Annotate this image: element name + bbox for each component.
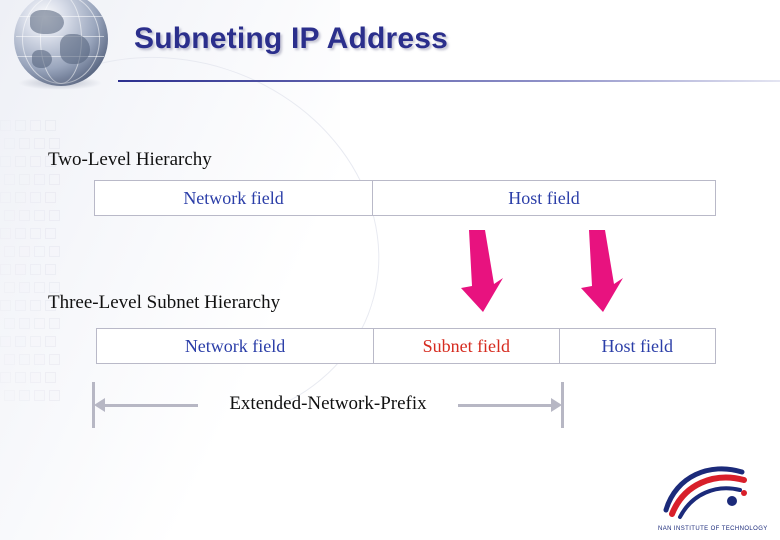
measure-label: Extended-Network-Prefix bbox=[229, 393, 427, 414]
three-level-field-row: Network field Subnet field Host field bbox=[96, 328, 716, 364]
two-level-field-row: Network field Host field bbox=[94, 180, 716, 216]
three-level-host-field: Host field bbox=[558, 329, 716, 363]
measure-tick-right bbox=[561, 382, 564, 428]
three-level-hierarchy-label: Three-Level Subnet Hierarchy bbox=[48, 292, 281, 313]
two-level-host-field: Host field bbox=[372, 181, 715, 215]
extended-network-prefix-measure: Extended-Network-Prefix bbox=[92, 382, 564, 428]
measure-tick-left bbox=[92, 382, 95, 428]
two-level-hierarchy-label: Two-Level Hierarchy bbox=[48, 149, 212, 170]
globe-icon bbox=[8, 0, 116, 98]
three-level-network-field: Network field bbox=[184, 335, 286, 356]
measure-arrowhead-right bbox=[551, 398, 562, 412]
slide-header: Subneting IP Address bbox=[0, 0, 780, 90]
down-arrow-icon-right bbox=[578, 228, 624, 314]
measure-line-left bbox=[100, 404, 198, 407]
logo-caption: NAN INSTITUTE OF TECHNOLOGY bbox=[658, 526, 768, 532]
two-level-network-field: Network field bbox=[183, 187, 284, 208]
measure-line-right bbox=[458, 404, 556, 407]
three-level-subnet-field: Subnet field bbox=[373, 329, 558, 363]
header-divider bbox=[118, 80, 780, 82]
page-title: Subneting IP Address bbox=[134, 22, 449, 55]
organization-logo: NAN INSTITUTE OF TECHNOLOGY bbox=[658, 460, 768, 532]
measure-arrowhead-left bbox=[94, 398, 105, 412]
down-arrow-icon-left bbox=[458, 228, 504, 314]
